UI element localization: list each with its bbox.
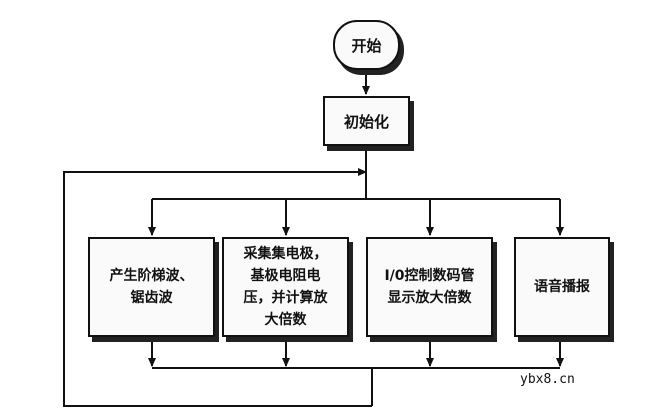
start-node: 开始 — [333, 20, 400, 70]
init-label: 初始化 — [343, 112, 389, 131]
branch-voice-node: 语音播报 — [514, 237, 610, 337]
branch-waveform-label: 产生阶梯波、 锯齿波 — [109, 268, 194, 306]
watermark-site-text: ybx8.cn — [520, 372, 575, 387]
branch-display-label: I/0控制数码管 显示放大倍数 — [384, 268, 475, 306]
branch-waveform-node: 产生阶梯波、 锯齿波 — [88, 237, 215, 337]
branch-sampling-node: 采集集电极， 基极电阻电 压，并计算放 大倍数 — [222, 237, 349, 337]
branch-sampling-label: 采集集电极， 基极电阻电 压，并计算放 大倍数 — [243, 246, 328, 328]
branch-display-node: I/0控制数码管 显示放大倍数 — [366, 237, 493, 337]
branch-voice-label: 语音播报 — [534, 279, 590, 295]
init-node: 初始化 — [323, 96, 410, 146]
connector-loop-back — [63, 168, 372, 407]
start-label: 开始 — [351, 36, 382, 55]
